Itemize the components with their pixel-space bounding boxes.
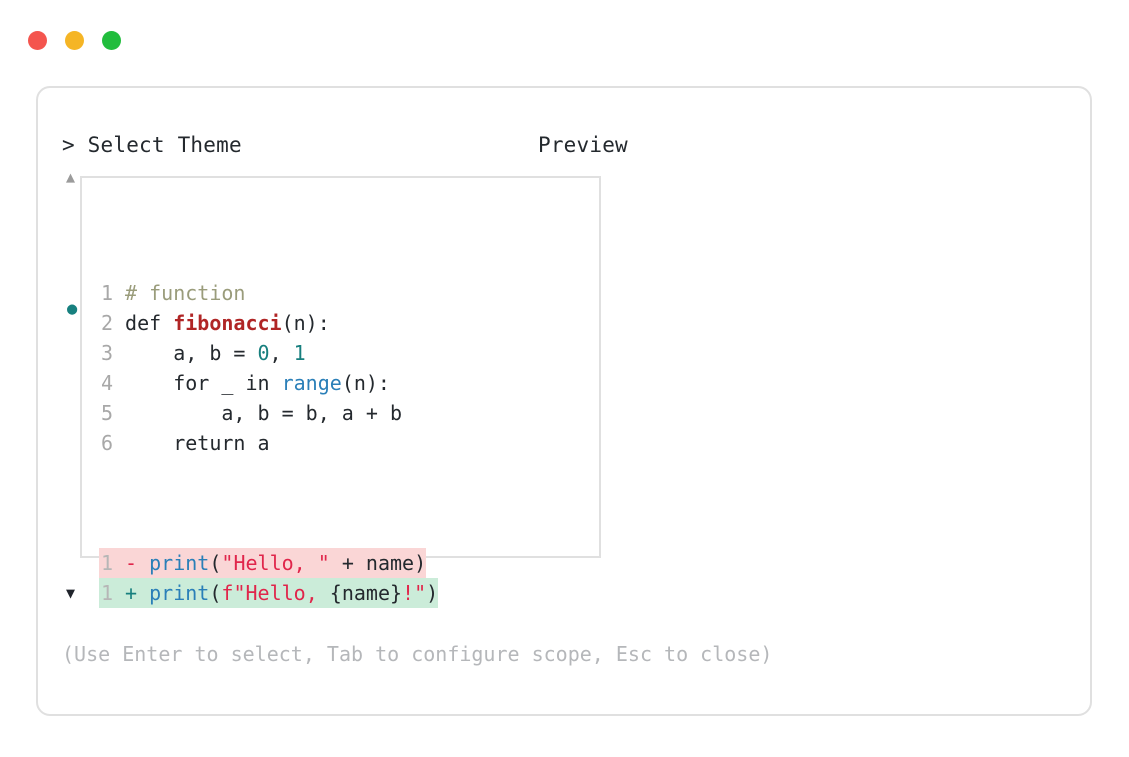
minimize-window-button[interactable] [65, 31, 84, 50]
page-title: > Select Theme [62, 133, 242, 157]
line-number: 6 [100, 431, 113, 455]
code-token: ) [414, 551, 427, 575]
keyboard-hint: (Use Enter to select, Tab to configure s… [62, 642, 773, 666]
code-token: (n): [341, 371, 390, 395]
selected-bullet-icon: ● [67, 299, 78, 319]
window-traffic-lights [28, 31, 121, 50]
code-token: 0 [257, 341, 270, 365]
code-line: 5 a, b = b, a + b [99, 398, 438, 428]
line-number: 3 [100, 341, 113, 365]
code-token: # function [125, 281, 246, 305]
code-token: ) [426, 581, 439, 605]
line-number: 1 [100, 581, 113, 605]
code-token: print [149, 551, 210, 575]
code-line: 2 def fibonacci(n): [99, 308, 438, 338]
diff-removed-line: 1 - print("Hello, " + name) [99, 548, 427, 578]
code-token: range [281, 371, 342, 395]
line-number: 1 [100, 281, 113, 305]
code-token: "Hello, " [221, 551, 330, 575]
code-token: ( [209, 581, 222, 605]
line-number: 2 [100, 311, 113, 335]
scroll-down-icon[interactable]: ▼ [66, 584, 76, 602]
preview-column: Preview [538, 132, 1068, 158]
code-token: a, b = b, a + b [125, 401, 402, 425]
theme-picker-card: > Select Theme ▲ 1.ANSILight2.AyuLight3.… [36, 86, 1092, 716]
line-number: 4 [100, 371, 113, 395]
code-line: 4 for _ in range(n): [99, 368, 438, 398]
zoom-window-button[interactable] [102, 31, 121, 50]
code-token: def [125, 311, 174, 335]
code-token: !" [402, 581, 427, 605]
code-token: 1 [293, 341, 306, 365]
code-token: ( [209, 551, 222, 575]
code-line: 6 return a [99, 428, 438, 458]
diff-added-line: 1 + print(f"Hello, {name}!") [99, 578, 439, 608]
close-window-button[interactable] [28, 31, 47, 50]
code-token: {name} [329, 581, 403, 605]
scroll-up-icon[interactable]: ▲ [66, 168, 76, 186]
code-token: return a [125, 431, 270, 455]
diff-line-row: 1 - print("Hello, " + name) [99, 548, 438, 578]
preview-title: Preview [538, 133, 628, 157]
code-token: + name [329, 551, 415, 575]
code-token: , [269, 341, 294, 365]
code-token: for _ in [125, 371, 282, 395]
diff-sign: + [125, 581, 138, 605]
code-line: 1 # function [99, 278, 438, 308]
line-number: 5 [100, 401, 113, 425]
code-token: (n): [281, 311, 330, 335]
code-token: fibonacci [173, 311, 282, 335]
code-token: a, b = [125, 341, 258, 365]
diff-sign: - [125, 551, 138, 575]
line-number: 1 [100, 551, 113, 575]
code-token: print [149, 581, 210, 605]
code-token: f"Hello, [221, 581, 330, 605]
diff-lines: 1 - print("Hello, " + name)1 + print(f"H… [99, 548, 439, 608]
code-line: 3 a, b = 0, 1 [99, 338, 438, 368]
diff-line-row: 1 + print(f"Hello, {name}!") [99, 578, 439, 608]
